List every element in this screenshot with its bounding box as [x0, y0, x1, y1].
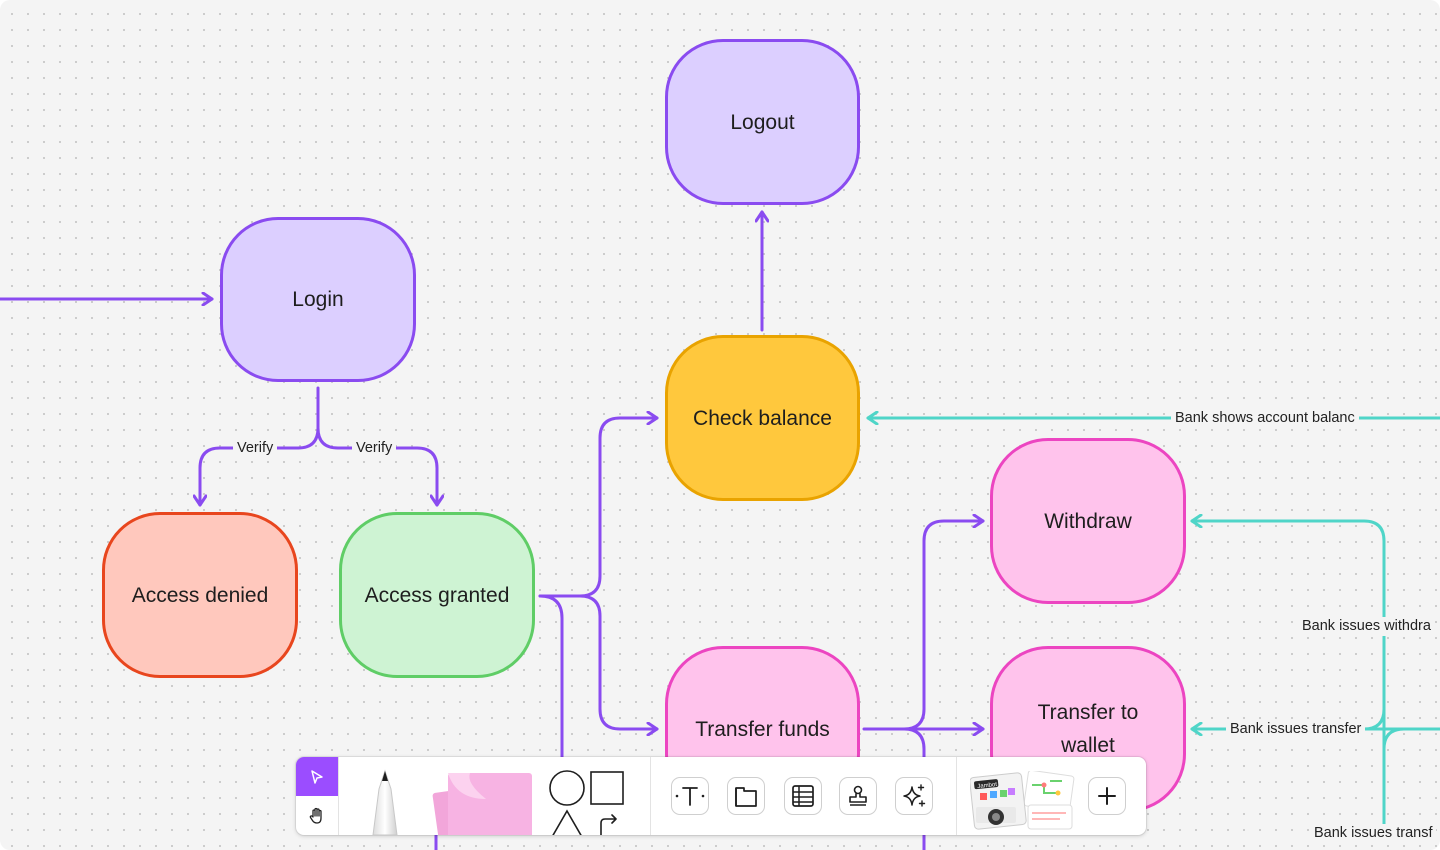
edge-login-trunk [296, 386, 320, 450]
node-label: Transfer to wallet [1037, 701, 1139, 757]
node-access-granted[interactable]: Access granted [339, 512, 535, 678]
plus-icon [1098, 787, 1116, 805]
node-logout[interactable]: Logout [665, 39, 860, 205]
edge-bank-branch [1362, 707, 1406, 751]
edge-bank-to-withdraw [1190, 521, 1386, 842]
edge-granted-to-check-balance [538, 418, 659, 598]
edge-label-bank-issues-withdrawal: Bank issues withdra [1298, 617, 1435, 636]
sparkle-icon [903, 784, 926, 807]
hand-icon [309, 807, 322, 824]
node-label: Check balance [693, 406, 832, 430]
templates-thumb-text: Jambot [977, 782, 998, 790]
stamp-icon [849, 785, 867, 806]
section-icon [735, 787, 757, 807]
bottom-toolbar: Jambot [296, 757, 1146, 835]
edge-granted-down [538, 594, 564, 762]
node-label: Withdraw [1044, 509, 1132, 533]
node-login[interactable]: Login [220, 217, 416, 382]
node-label: Login [292, 288, 344, 311]
sticky-note-icon [432, 773, 532, 835]
stamp-tool-button[interactable] [839, 777, 877, 815]
shapes-tool-button[interactable] [544, 767, 626, 835]
shapes-icon [549, 770, 624, 835]
pen-icon [372, 769, 398, 835]
edge-label-bank-issues-transfer: Bank issues transfer [1226, 720, 1366, 739]
edge-label-bank-shows-balance: Bank shows account balanc [1171, 409, 1359, 428]
node-label: Access denied [131, 583, 269, 607]
hand-tool-button[interactable] [296, 796, 338, 835]
ai-sparkle-tool-button[interactable] [895, 777, 933, 815]
node-label: Transfer funds [695, 717, 830, 741]
templates-icon: Jambot [969, 769, 1075, 830]
select-tool-button[interactable] [296, 757, 338, 796]
node-check-balance[interactable]: Check balance [665, 335, 860, 501]
text-icon [675, 787, 705, 806]
edge-login-to-access-granted [316, 426, 437, 507]
cursor-icon [311, 769, 323, 784]
edge-label-verify-left: Verify [233, 439, 278, 458]
edge-granted-to-transfer-funds [578, 594, 659, 729]
edge-transfer-to-withdraw [862, 521, 985, 731]
pen-tool-button[interactable] [360, 767, 410, 835]
edge-login-to-access-denied [200, 446, 300, 507]
sticky-note-tool-button[interactable] [426, 769, 536, 835]
node-access-denied[interactable]: Access denied [102, 512, 298, 678]
node-withdraw[interactable]: Withdraw [990, 438, 1186, 604]
edge-transfer-down [902, 727, 926, 762]
node-label: Access granted [364, 583, 510, 607]
edge-label-bank-issues-transfer-bottom: Bank issues transf [1310, 824, 1437, 843]
templates-tool-button[interactable]: Jambot [969, 769, 1080, 831]
add-button[interactable] [1088, 777, 1126, 815]
table-tool-button[interactable] [784, 777, 822, 815]
section-tool-button[interactable] [727, 777, 765, 815]
text-tool-button[interactable] [671, 777, 709, 815]
edge-label-verify-right: Verify [352, 439, 397, 458]
node-label: Logout [730, 110, 795, 134]
table-icon [792, 785, 814, 807]
